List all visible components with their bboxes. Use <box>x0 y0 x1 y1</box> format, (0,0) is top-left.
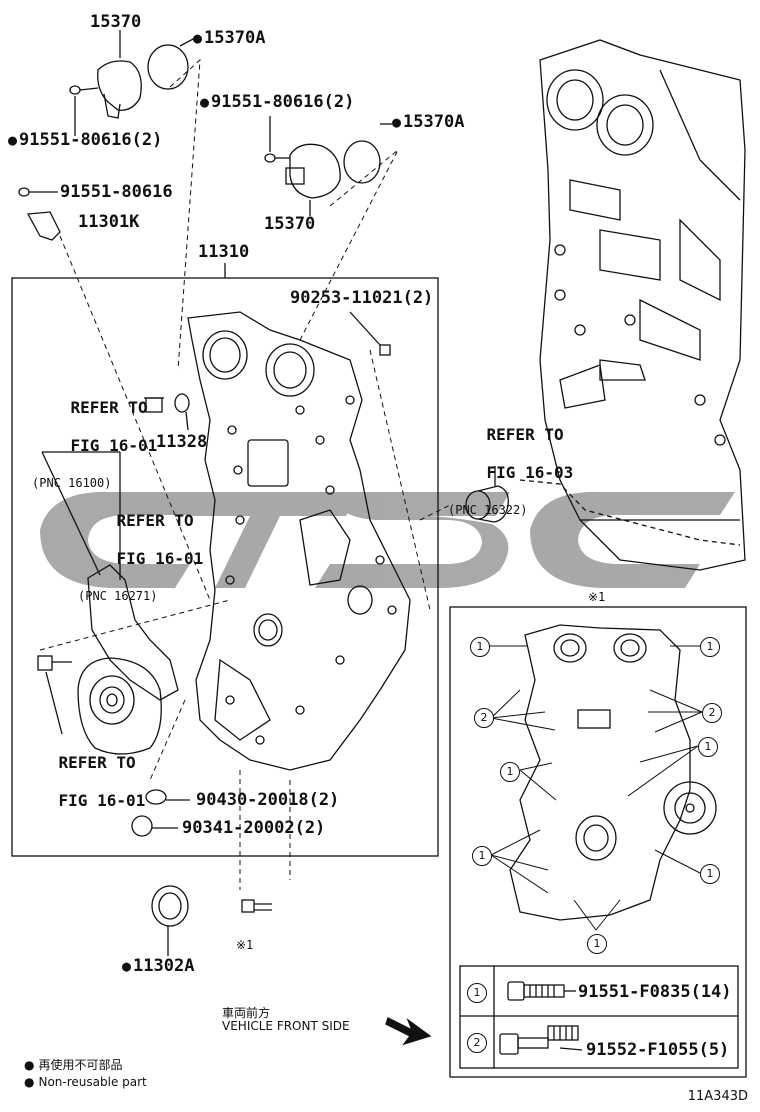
table-num-1: 1 <box>467 983 487 1003</box>
vehicle-front-en: VEHICLE FRONT SIDE <box>222 1019 350 1033</box>
inset-callout-2: 2 <box>702 703 722 723</box>
figure-code: 11A343D <box>687 1089 748 1104</box>
inset-callout-1: 1 <box>472 846 492 866</box>
inset-callout-1: 1 <box>470 637 490 657</box>
refer-to-16-01: REFER TO FIG 16-01 <box>20 734 146 829</box>
label-15370a-top: 15370A <box>193 28 265 48</box>
inset-callout-1: 1 <box>700 637 720 657</box>
label-15370-mid: 15370 <box>264 214 316 234</box>
water-pump <box>37 655 162 755</box>
inset-callout-1: 1 <box>698 737 718 757</box>
label-90430: 90430-20018(2) <box>196 790 340 810</box>
legend-text: 再使用不可部品 <box>38 1058 123 1072</box>
bolt-91552 <box>499 1025 583 1055</box>
inset-cover <box>509 624 717 921</box>
table-part-91551: 91551-F0835(14) <box>578 982 732 1002</box>
label-11302a: 11302A <box>122 956 194 976</box>
hose-fitting <box>465 485 509 523</box>
label-90341: 90341-20002(2) <box>182 818 326 838</box>
legend-text: Non-reusable part <box>38 1075 147 1089</box>
label-11328: 11328 <box>156 432 208 452</box>
label-91551-80616-2-left: 91551-80616(2) <box>8 130 162 150</box>
label-asterisk-bottom: ※1 <box>236 938 254 952</box>
crank-sensor <box>18 187 61 241</box>
refer-line1: REFER TO <box>58 753 136 772</box>
inset-callout-2: 2 <box>474 708 494 728</box>
refer-to-16322: REFER TO FIG 16-03 (PNC 16322) <box>448 406 573 558</box>
label-15370a-mid: 15370A <box>392 112 464 132</box>
table-part-91552: 91552-F1055(5) <box>586 1040 730 1060</box>
bolt-bottom <box>241 899 272 913</box>
cam-sensor-top <box>69 44 189 119</box>
label-90253: 90253-11021(2) <box>290 288 434 308</box>
refer-line2: FIG 16-01 <box>58 791 146 810</box>
refer-pnc: (PNC 16100) <box>32 476 112 490</box>
cam-sensor-mid <box>264 140 381 199</box>
timing-cover <box>187 311 411 771</box>
refer-line1: REFER TO <box>70 398 148 417</box>
label-91551-80616: 91551-80616 <box>60 182 173 202</box>
gasket <box>87 564 179 701</box>
refer-line1: REFER TO <box>486 425 564 444</box>
inset-callout-1: 1 <box>587 934 607 954</box>
refer-to-16100: REFER TO FIG 16-01 (PNC 16100) <box>32 379 157 531</box>
inset-frame <box>449 606 747 1078</box>
inset-callout-1: 1 <box>500 762 520 782</box>
bolt-91551 <box>507 981 576 1001</box>
front-arrow <box>385 1017 432 1046</box>
plug-11328 <box>144 393 190 413</box>
vehicle-front-jp: 車両前方 <box>222 1006 271 1020</box>
label-11310: 11310 <box>198 242 250 262</box>
refer-line1: REFER TO <box>116 511 194 530</box>
label-91551-80616-2-top: 91551-80616(2) <box>200 92 354 112</box>
gasket-90430 <box>145 789 167 805</box>
refer-line2: FIG 16-01 <box>70 436 158 455</box>
legend-non-reusable-en: ●Non-reusable part <box>24 1075 147 1089</box>
refer-pnc: (PNC 16271) <box>78 589 158 603</box>
bullet-icon: ● <box>24 1058 35 1072</box>
table-num-2: 2 <box>467 1033 487 1053</box>
inset-table <box>459 965 739 1069</box>
bullet-icon: ● <box>24 1075 35 1089</box>
label-15370-top: 15370 <box>90 12 142 32</box>
legend-non-reusable-jp: ●再使用不可部品 <box>24 1056 123 1073</box>
refer-line2: FIG 16-03 <box>486 463 574 482</box>
oil-seal <box>151 885 189 927</box>
refer-line2: FIG 16-01 <box>116 549 204 568</box>
plug-90341 <box>131 815 153 837</box>
refer-pnc: (PNC 16322) <box>448 503 528 517</box>
label-11301k: 11301K <box>78 212 140 232</box>
engine-block <box>539 39 746 571</box>
label-asterisk-inset: ※1 <box>588 590 606 604</box>
refer-to-16271: REFER TO FIG 16-01 (PNC 16271) <box>78 492 203 644</box>
inset-callout-1: 1 <box>700 864 720 884</box>
